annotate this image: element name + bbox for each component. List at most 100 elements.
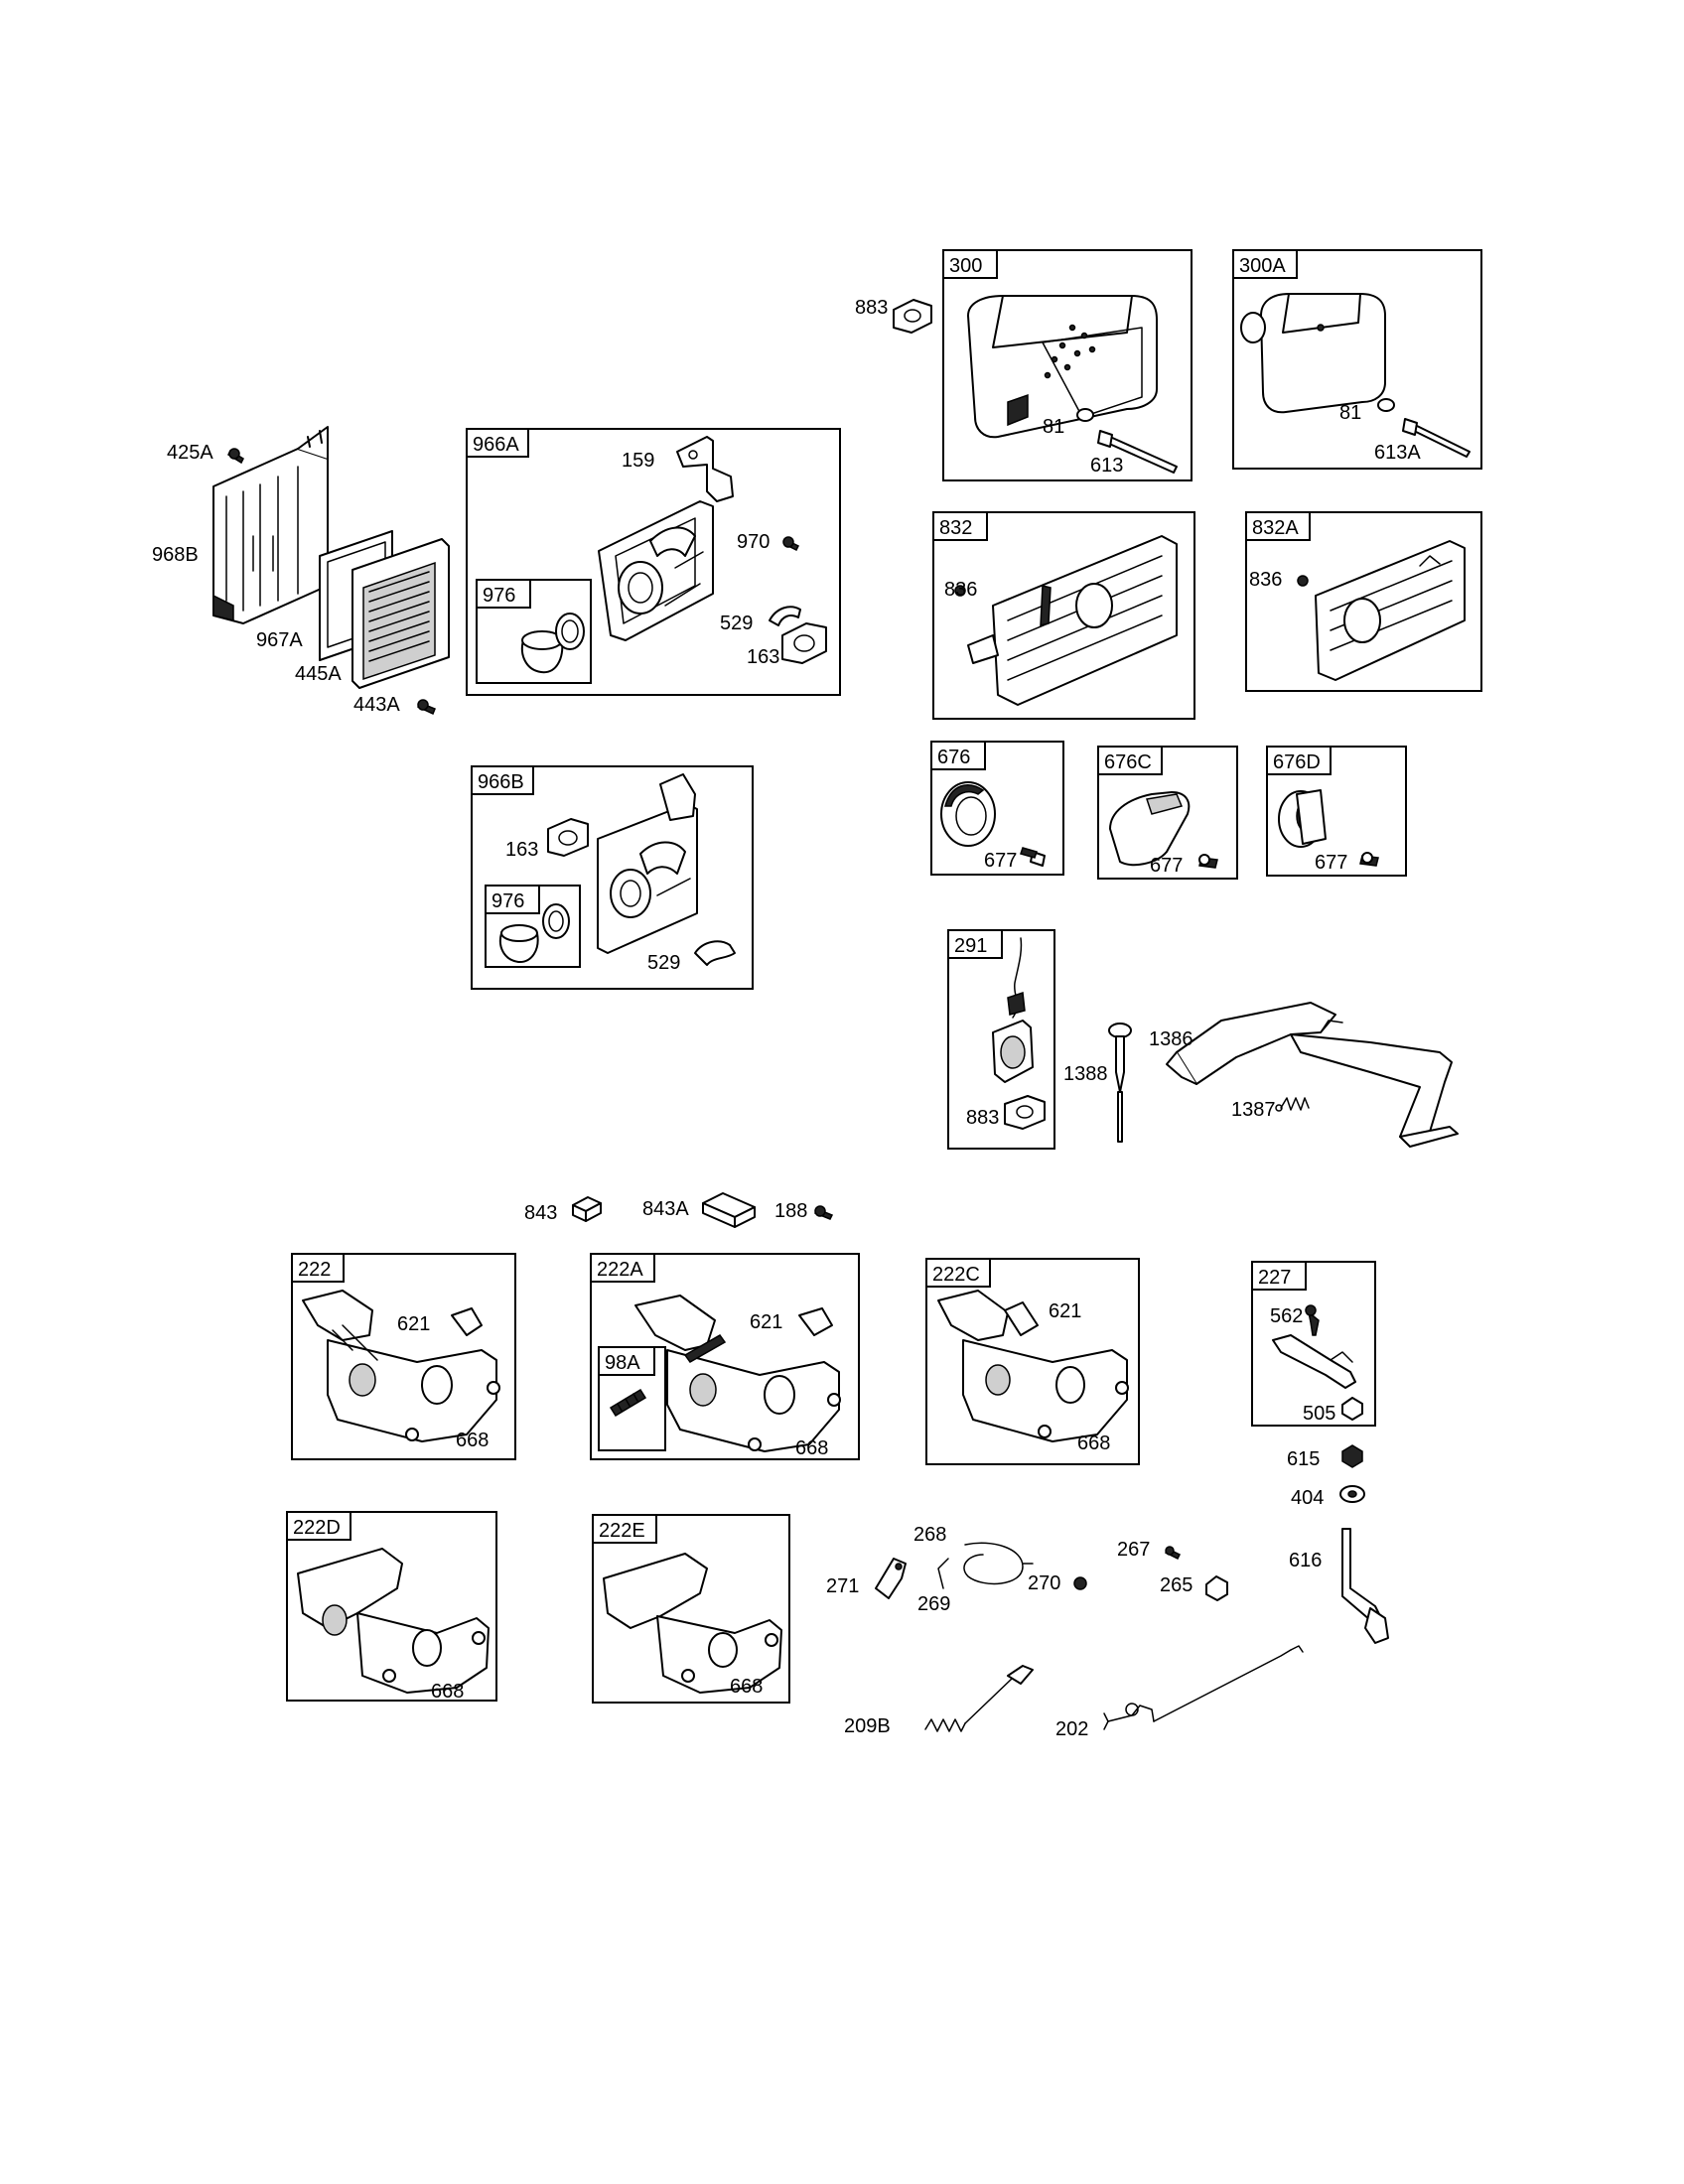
callout-159: 159 xyxy=(622,450,654,472)
box-98a: 98A xyxy=(598,1346,666,1451)
callout-677: 677 xyxy=(984,850,1017,872)
clip-part-269 xyxy=(937,1558,949,1589)
box-676: 676 xyxy=(930,741,1064,876)
box-label-222d: 222D xyxy=(293,1517,341,1539)
cable-part-268 xyxy=(963,1542,1034,1585)
box-222: 222 xyxy=(291,1253,516,1460)
box-966a: 966A xyxy=(466,428,841,696)
governor-lever-part-1386 xyxy=(1166,1002,1459,1148)
callout-267: 267 xyxy=(1117,1539,1150,1561)
washer-icon-404 xyxy=(1339,1485,1365,1503)
callout-443a: 443A xyxy=(353,694,400,716)
callout-425a: 425A xyxy=(167,442,213,464)
spring-part-1387 xyxy=(1275,1097,1310,1112)
callout-970: 970 xyxy=(737,531,770,553)
box-label-832a: 832A xyxy=(1252,517,1299,539)
nut-icon-265 xyxy=(1205,1575,1228,1601)
callout-271: 271 xyxy=(826,1575,859,1597)
callout-677-b: 677 xyxy=(1150,855,1183,877)
box-label-676d: 676D xyxy=(1273,751,1321,773)
screw-icon-267 xyxy=(1164,1546,1182,1561)
box-label-966b: 966B xyxy=(478,771,524,793)
box-222a: 222A xyxy=(590,1253,860,1460)
callout-562: 562 xyxy=(1270,1305,1303,1327)
callout-668: 668 xyxy=(456,1430,489,1451)
callout-445a: 445A xyxy=(295,663,342,685)
callout-1387: 1387 xyxy=(1231,1099,1276,1121)
box-291: 291 xyxy=(947,929,1055,1150)
box-label-222a: 222A xyxy=(597,1259,643,1281)
callout-505: 505 xyxy=(1303,1403,1335,1425)
box-label-222e: 222E xyxy=(599,1520,645,1542)
box-832: 832 xyxy=(932,511,1195,720)
callout-843a: 843A xyxy=(642,1198,689,1220)
box-label-300: 300 xyxy=(949,255,982,277)
block-part-843 xyxy=(572,1196,602,1222)
box-label-291: 291 xyxy=(954,935,987,957)
box-label-676c: 676C xyxy=(1104,751,1152,773)
nut-icon-615 xyxy=(1341,1444,1363,1468)
callout-883: 883 xyxy=(855,297,888,319)
box-label-98a: 98A xyxy=(605,1352,640,1374)
box-label-227: 227 xyxy=(1258,1267,1291,1289)
box-300: 300 xyxy=(942,249,1193,481)
callout-621-b: 621 xyxy=(750,1311,782,1333)
callout-265: 265 xyxy=(1160,1574,1193,1596)
box-label-300a: 300A xyxy=(1239,255,1286,277)
box-label-832: 832 xyxy=(939,517,972,539)
callout-836: 836 xyxy=(944,579,977,601)
box-976-bottom: 976 xyxy=(485,885,581,968)
box-227: 227 xyxy=(1251,1261,1376,1427)
callout-202: 202 xyxy=(1055,1718,1088,1740)
callout-209b: 209B xyxy=(844,1715,891,1737)
callout-616: 616 xyxy=(1289,1550,1322,1571)
callout-615: 615 xyxy=(1287,1448,1320,1470)
box-676d: 676D xyxy=(1266,746,1407,877)
dipstick-part-1388 xyxy=(1108,1023,1132,1143)
nut-icon-270 xyxy=(1073,1576,1087,1590)
callout-843: 843 xyxy=(524,1202,557,1224)
callout-968b: 968B xyxy=(152,544,199,566)
pre-cleaner-part-445a xyxy=(351,538,450,689)
callout-268: 268 xyxy=(913,1524,946,1546)
callout-163-b: 163 xyxy=(505,839,538,861)
box-label-676: 676 xyxy=(937,747,970,768)
callout-668-c: 668 xyxy=(1077,1433,1110,1454)
spring-part-209b xyxy=(924,1665,1034,1732)
box-222c: 222C xyxy=(925,1258,1140,1465)
callout-668-e: 668 xyxy=(730,1676,763,1698)
link-part-202 xyxy=(1103,1645,1304,1730)
box-label-222: 222 xyxy=(298,1259,331,1281)
box-label-976: 976 xyxy=(483,585,515,607)
box-300a: 300A xyxy=(1232,249,1482,470)
callout-621: 621 xyxy=(397,1313,430,1335)
callout-836-b: 836 xyxy=(1249,569,1282,591)
screw-icon-425a xyxy=(227,448,244,465)
callout-613: 613 xyxy=(1090,455,1123,477)
box-976-top: 976 xyxy=(476,579,592,684)
callout-81: 81 xyxy=(1043,416,1064,438)
callout-613a: 613A xyxy=(1374,442,1421,464)
lever-part-616 xyxy=(1341,1528,1389,1644)
callout-529-b: 529 xyxy=(647,952,680,974)
callout-883-b: 883 xyxy=(966,1107,999,1129)
block-part-843a xyxy=(702,1192,756,1228)
box-label-222c: 222C xyxy=(932,1264,980,1286)
callout-81-b: 81 xyxy=(1339,402,1361,424)
gasket-part-883-top xyxy=(893,299,932,334)
box-676c: 676C xyxy=(1097,746,1238,880)
callout-668-d: 668 xyxy=(431,1681,464,1703)
box-label-966a: 966A xyxy=(473,434,519,456)
callout-677-c: 677 xyxy=(1315,852,1347,874)
lever-part-271 xyxy=(875,1558,907,1599)
callout-269: 269 xyxy=(917,1593,950,1615)
box-966b: 966B xyxy=(471,765,754,990)
callout-1388: 1388 xyxy=(1063,1063,1108,1085)
box-label-976-b: 976 xyxy=(491,890,524,912)
callout-188: 188 xyxy=(774,1200,807,1222)
screw-icon-188 xyxy=(813,1205,834,1220)
callout-404: 404 xyxy=(1291,1487,1324,1509)
box-832a: 832A xyxy=(1245,511,1482,692)
callout-163: 163 xyxy=(747,646,779,668)
